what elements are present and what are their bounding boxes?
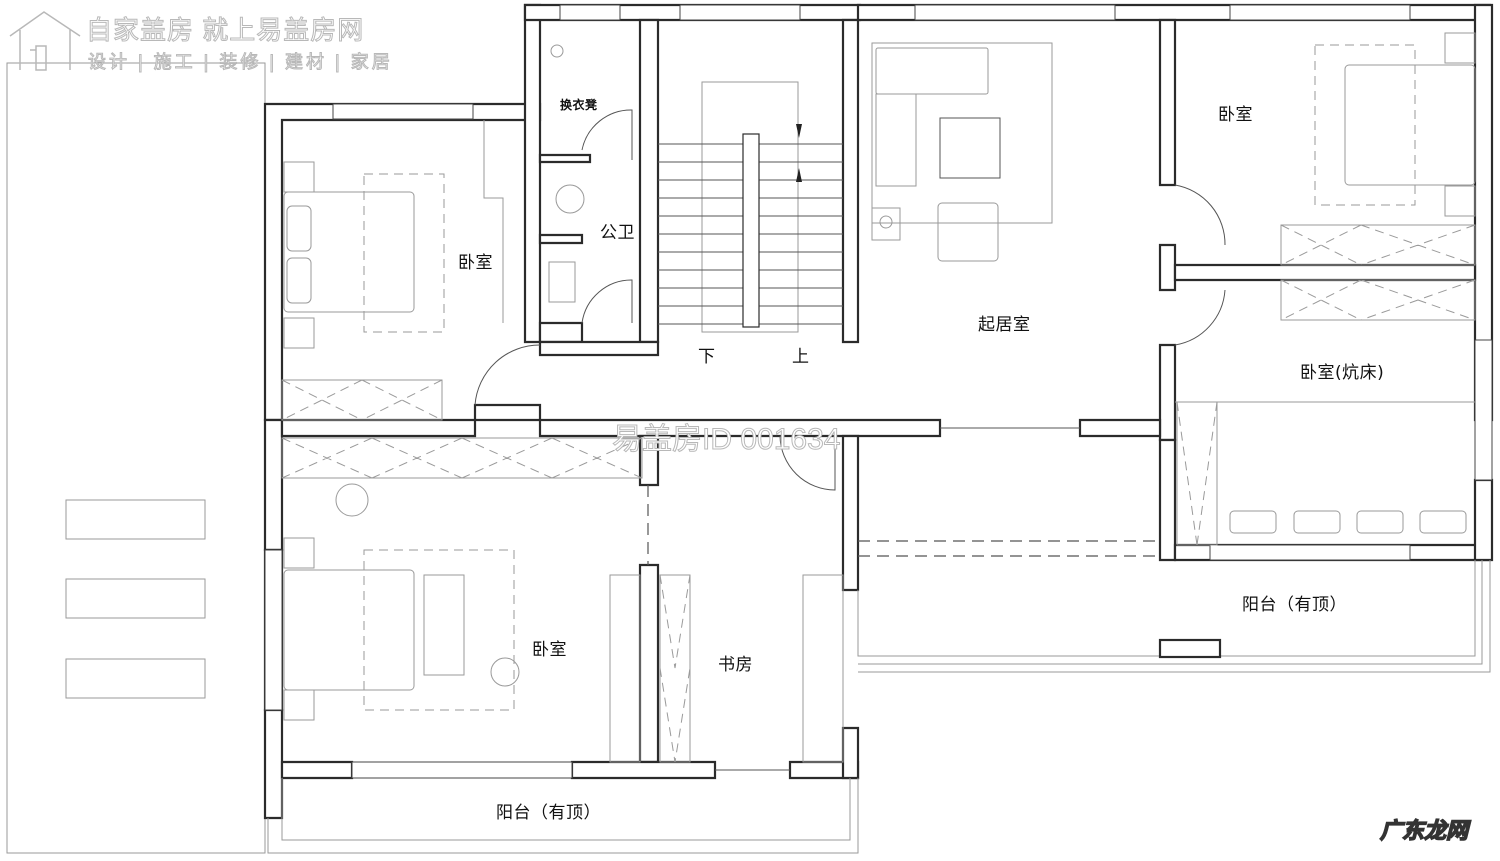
balcony-south-rail: [281, 778, 851, 841]
watermark-plan-id: 易盖房ID 001634: [611, 423, 841, 457]
window: [1229, 4, 1411, 21]
stair-down-label: 下: [698, 347, 716, 367]
window: [1209, 544, 1411, 561]
label-changing-stool: 换衣凳: [560, 98, 598, 112]
room-label-living-room: 起居室: [978, 315, 1031, 335]
parking-marker: [65, 658, 206, 699]
window: [351, 761, 573, 779]
logo-house-icon: [9, 11, 81, 71]
parking-marker: [65, 578, 206, 619]
window: [914, 4, 1116, 21]
stair-up-label: 上: [792, 347, 810, 367]
staircase: [658, 81, 843, 333]
window: [264, 549, 283, 711]
watermark-logo-title: 自家盖房 就上易盖房网: [85, 15, 365, 46]
corner-brand-watermark: 广东龙网: [1379, 818, 1468, 844]
room-label-balcony-east: 阳台（有顶）: [1242, 595, 1347, 615]
room-label-bedroom-ne: 卧室: [1218, 105, 1253, 125]
room-label-public-bath: 公卫: [600, 223, 635, 243]
room-label-bedroom-kang: 卧室(炕床): [1300, 363, 1385, 383]
window: [332, 103, 474, 120]
window: [679, 4, 801, 21]
window: [1474, 339, 1493, 481]
room-label-bedroom-nw: 卧室: [458, 253, 493, 273]
room-label-balcony-south: 阳台（有顶）: [496, 803, 601, 823]
window: [559, 4, 621, 21]
parking-marker: [65, 499, 206, 540]
watermark-logo-subtitle: 设计 | 施工 | 装修 | 建材 | 家居: [88, 52, 393, 73]
room-label-study: 书房: [718, 655, 753, 675]
room-label-bedroom-sw: 卧室: [532, 640, 567, 660]
site-boundary: [6, 62, 266, 854]
